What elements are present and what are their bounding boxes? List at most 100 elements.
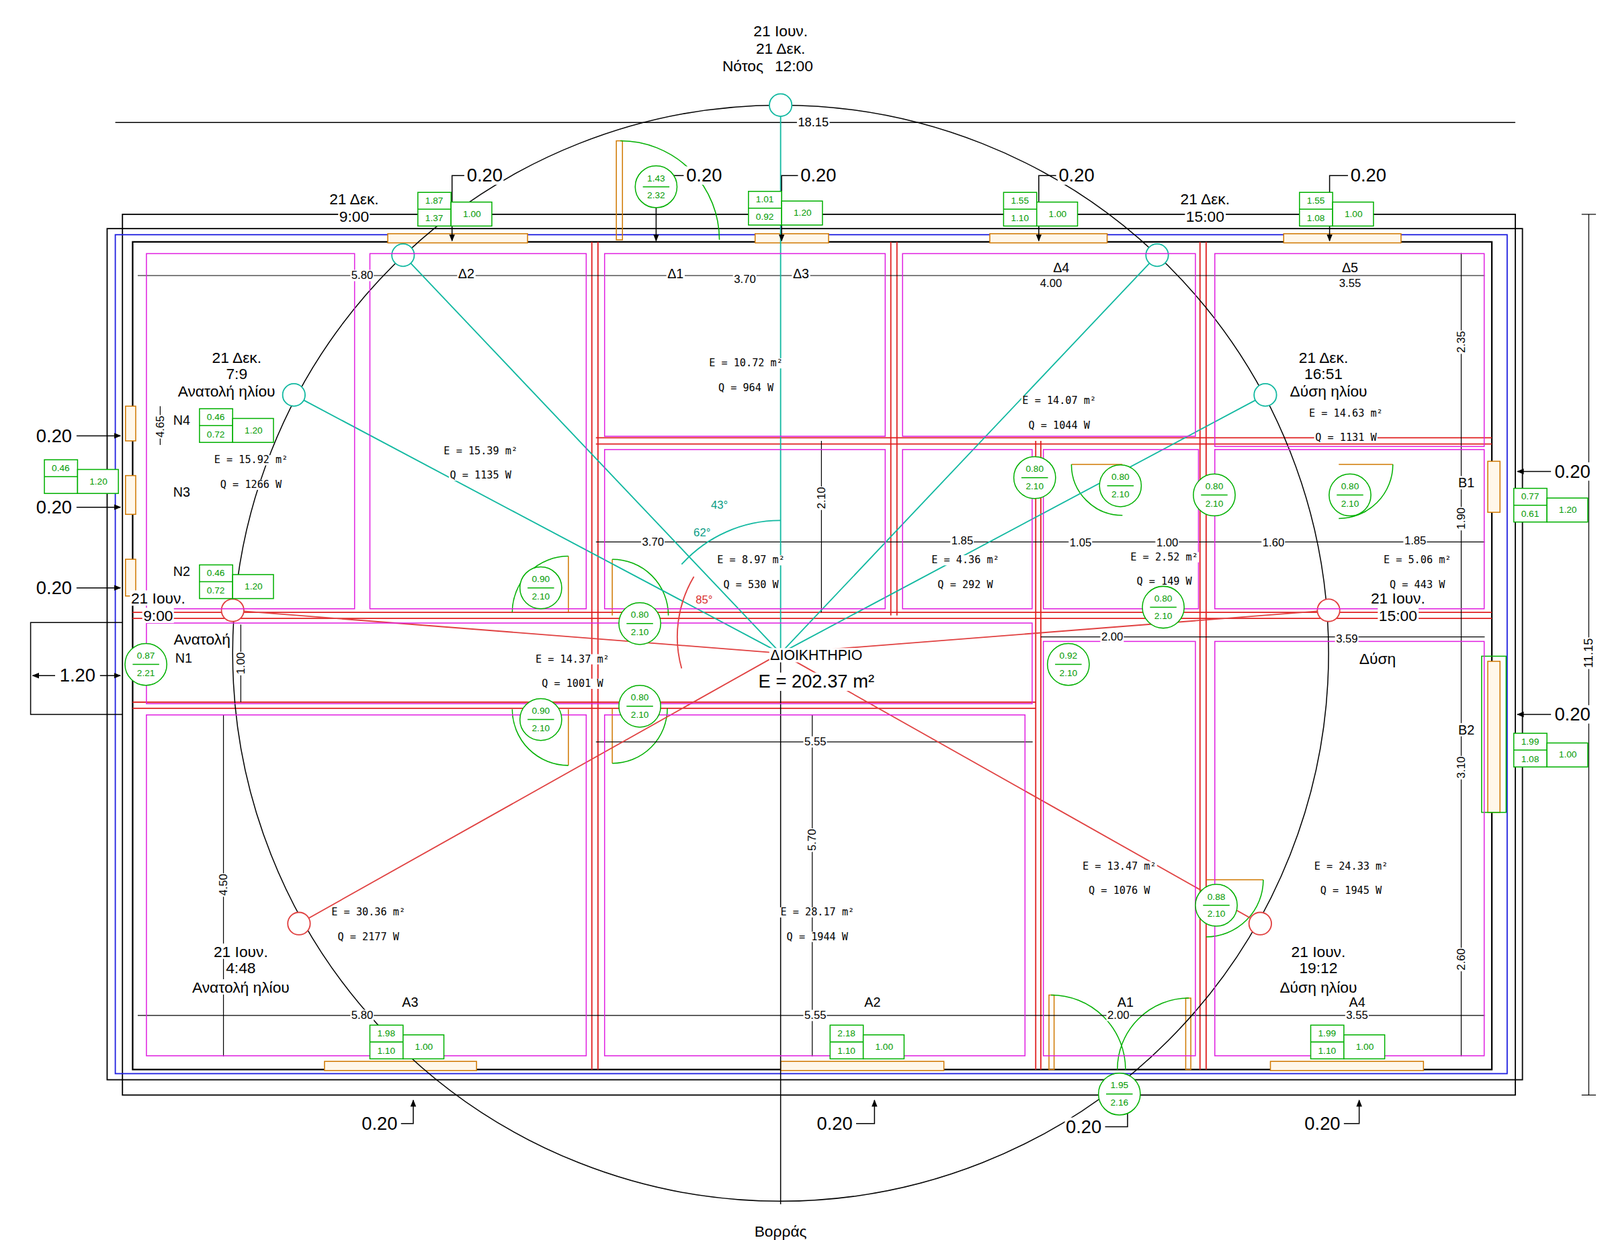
dimension: 0.20: [34, 578, 73, 597]
tag-cell: [232, 418, 274, 443]
angle: 62°: [692, 526, 712, 539]
sun-marker: [1249, 912, 1272, 935]
dimension: 0.20: [1349, 166, 1387, 185]
door-tag: 0.802.10: [1098, 464, 1142, 508]
sun-label: Ανατολή ηλίου: [190, 979, 291, 995]
window-frame: [1481, 655, 1506, 812]
door-circle: [1098, 464, 1142, 508]
dimension: 0.20: [1553, 704, 1592, 724]
door-circle: [519, 698, 563, 742]
window-id: Ν2: [172, 564, 191, 578]
wall-line: [1205, 241, 1207, 1070]
dimension: 1.00: [1155, 536, 1180, 549]
dimension: 3.70: [733, 274, 758, 286]
leader-arrow: [76, 506, 121, 509]
door-tag: 0.902.10: [519, 566, 563, 610]
door-divider: [527, 719, 554, 721]
door-circle-outline: [1098, 1073, 1141, 1115]
dimension-line: [596, 541, 1486, 543]
sun-label: 21 Δεκ.: [754, 40, 807, 56]
door-circle-outline: [124, 643, 167, 685]
window-dimension: 0.92: [755, 213, 775, 223]
sun-marker: [1253, 383, 1277, 406]
door-dimension: 0.92: [1059, 651, 1078, 661]
tag-cell: [1311, 1024, 1344, 1059]
sun-label: 21 Ιουν.: [1290, 943, 1347, 959]
window-dimension: 0.72: [206, 585, 226, 596]
room: E = 28.17 m²Q = 1944 W: [604, 714, 1026, 1057]
tag-divider: [369, 1041, 403, 1043]
window-dimension: 1.20: [1559, 505, 1578, 515]
leader-arrow: [100, 674, 121, 677]
window-tag: 0.460.721.20: [198, 564, 275, 600]
angle: 85°: [694, 594, 714, 607]
room-area: E = 13.47 m²: [1081, 861, 1158, 872]
door-dimension: 0.80: [1341, 481, 1360, 492]
window-dimension: 1.20: [89, 477, 108, 487]
door-circle: [1192, 473, 1236, 517]
summer-sun-lines: [221, 576, 1340, 935]
leader-arrow: [1517, 471, 1551, 473]
dimension: 0.20: [1057, 166, 1096, 185]
door-circle-outline: [618, 685, 661, 728]
window: [755, 233, 829, 244]
dimension: 2.60: [1455, 947, 1467, 972]
dimension: 0.20: [685, 166, 724, 185]
door-circle: [1098, 1072, 1142, 1116]
room-area: E = 8.97 m²: [716, 555, 787, 566]
room-area: E = 24.33 m²: [1313, 861, 1389, 872]
door-dimension: 0.90: [531, 706, 550, 716]
room-area: E = 2.52 m²: [1129, 552, 1200, 563]
dimension-line: [821, 440, 822, 613]
sun-label: 15:00: [1377, 607, 1418, 623]
room-area: E = 30.36 m²: [330, 907, 407, 918]
tag-divider: [748, 207, 782, 209]
door-tag: 0.922.10: [1046, 643, 1090, 687]
door-circle-outline: [635, 165, 677, 208]
wall-line: [890, 241, 892, 616]
window-dimension: 0.77: [1521, 492, 1540, 502]
dimension: 5.55: [803, 736, 828, 748]
door-circle-outline: [520, 698, 562, 740]
sun-label: 21 Δεκ.: [328, 191, 381, 207]
tag-divider: [199, 424, 233, 427]
window-dimension: 1.87: [425, 196, 444, 206]
tag-divider: [1003, 208, 1037, 211]
window-dimension: 2.18: [837, 1028, 856, 1039]
room-heat-load: Q = 1266 W: [219, 479, 283, 490]
door-tag: 0.872.21: [124, 643, 168, 687]
angle: 43°: [709, 499, 729, 511]
tag-cell: [1546, 742, 1588, 767]
door-divider: [1200, 494, 1228, 496]
tag-cell: [403, 1034, 445, 1060]
room-heat-load: Q = 1944 W: [785, 931, 849, 942]
dimension-line: [811, 714, 813, 1057]
door-circle-outline: [618, 602, 661, 645]
dimension: 1.90: [1455, 506, 1467, 531]
door-circle-outline: [1329, 473, 1371, 516]
sun-label: Δύση: [1358, 650, 1397, 666]
door-circle: [124, 643, 168, 687]
window: [1487, 460, 1500, 513]
insulation-line: [115, 234, 1508, 1074]
window-id: Ν1: [174, 651, 193, 666]
door-dimension: 2.10: [1111, 490, 1130, 500]
window-dimension: 1.08: [1521, 754, 1540, 765]
window-id: Ν4: [172, 413, 191, 428]
door-dimension: 2.10: [1025, 481, 1044, 492]
wall-line: [1199, 241, 1201, 1070]
dimension-tick: [1581, 1094, 1596, 1096]
door-dimension: 1.43: [647, 173, 666, 183]
wall-line: [596, 443, 1492, 445]
door-dimension: 0.80: [1025, 464, 1044, 474]
door-dimension: 0.90: [531, 574, 550, 584]
door-dimension: 2.21: [137, 668, 156, 679]
thickness-leaders: [30, 175, 1552, 1127]
sun-label: 9:00: [142, 607, 175, 623]
room: E = 4.36 m²Q = 292 W: [901, 448, 1033, 609]
room: E = 15.39 m²Q = 1135 W: [369, 253, 587, 610]
window-id: Β1: [1456, 475, 1476, 490]
sun-label: Δύση ηλίου: [1278, 979, 1359, 995]
tag-cell: [1003, 192, 1037, 226]
wall-line: [1034, 440, 1037, 1070]
